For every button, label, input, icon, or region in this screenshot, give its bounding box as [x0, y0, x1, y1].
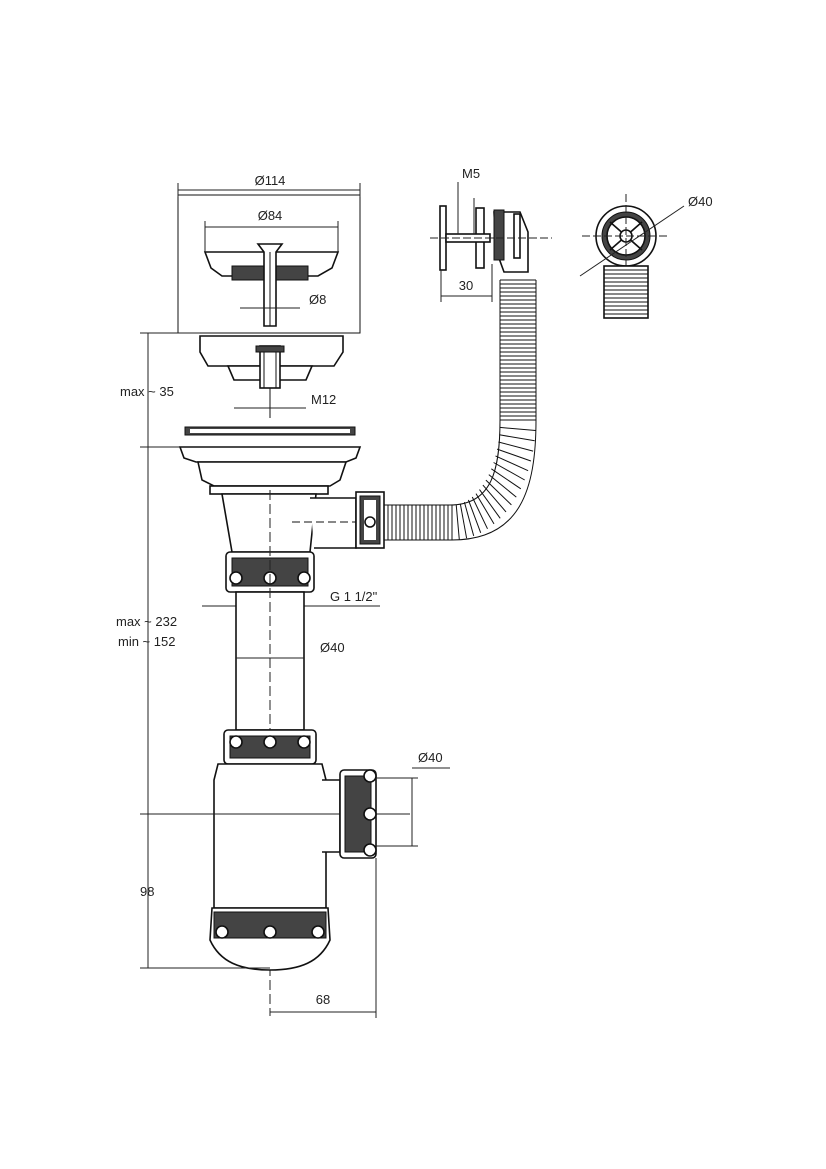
label-stem: Ø8: [309, 292, 326, 307]
dim-pipe-diameter: Ø40: [236, 640, 345, 659]
label-sink-thickness: max ~ 35: [120, 384, 174, 399]
upper-nut: [225, 551, 315, 593]
body-funnel: [221, 493, 317, 553]
drain-body: [178, 446, 362, 553]
dim-trap-height: 98: [140, 814, 270, 969]
label-height-max: max ~ 232: [116, 614, 177, 629]
hose-ribs: [387, 279, 536, 540]
dim-outlet-diameter: Ø40: [376, 750, 450, 847]
body-side-outlet: [310, 497, 357, 549]
label-outlet-diameter: Ø40: [418, 750, 443, 765]
overflow-head-front: [582, 194, 670, 319]
bottle-trap: [140, 763, 410, 971]
overflow-head-side: [430, 205, 552, 273]
dim-basket-outer: Ø114: [177, 173, 361, 197]
dim-thread-m12: M12: [234, 392, 336, 409]
dim-overflow-depth: 30: [440, 264, 493, 302]
overflow-front-ribs: [604, 269, 648, 315]
label-pipe-diameter: Ø40: [320, 640, 345, 655]
dim-stem: Ø8: [240, 292, 326, 309]
body-lip: [178, 446, 362, 463]
label-overflow-diameter: Ø40: [688, 194, 713, 209]
dim-basket-inner: Ø84: [204, 208, 339, 252]
label-outlet-offset: 68: [316, 992, 330, 1007]
label-thread-g: G 1 1/2": [330, 589, 378, 604]
dim-outlet-offset: 68: [270, 858, 377, 1018]
label-trap-height: 98: [140, 884, 154, 899]
label-height-min: min ~ 152: [118, 634, 175, 649]
basket-outline-box: [177, 194, 361, 334]
dim-overflow-diameter: Ø40: [579, 194, 713, 277]
strainer-basket: [177, 194, 361, 334]
dim-sink-thickness: max ~ 35: [120, 332, 200, 448]
overflow-hose: [384, 279, 537, 541]
lower-nut: [223, 729, 317, 765]
sink-plate: [184, 426, 356, 436]
label-basket-inner: Ø84: [258, 208, 283, 223]
drain-flange: [199, 335, 344, 418]
body-bowl: [197, 461, 348, 487]
label-basket-outer: Ø114: [255, 173, 286, 188]
dim-overflow-screw: M5: [457, 166, 480, 234]
trap-outlet-nut: [339, 769, 377, 859]
outlet-nut: [355, 491, 385, 549]
label-thread-m12: M12: [311, 392, 336, 407]
label-overflow-screw: M5: [462, 166, 480, 181]
dim-height: max ~ 232 min ~ 152: [116, 447, 177, 814]
label-overflow-depth: 30: [459, 278, 473, 293]
